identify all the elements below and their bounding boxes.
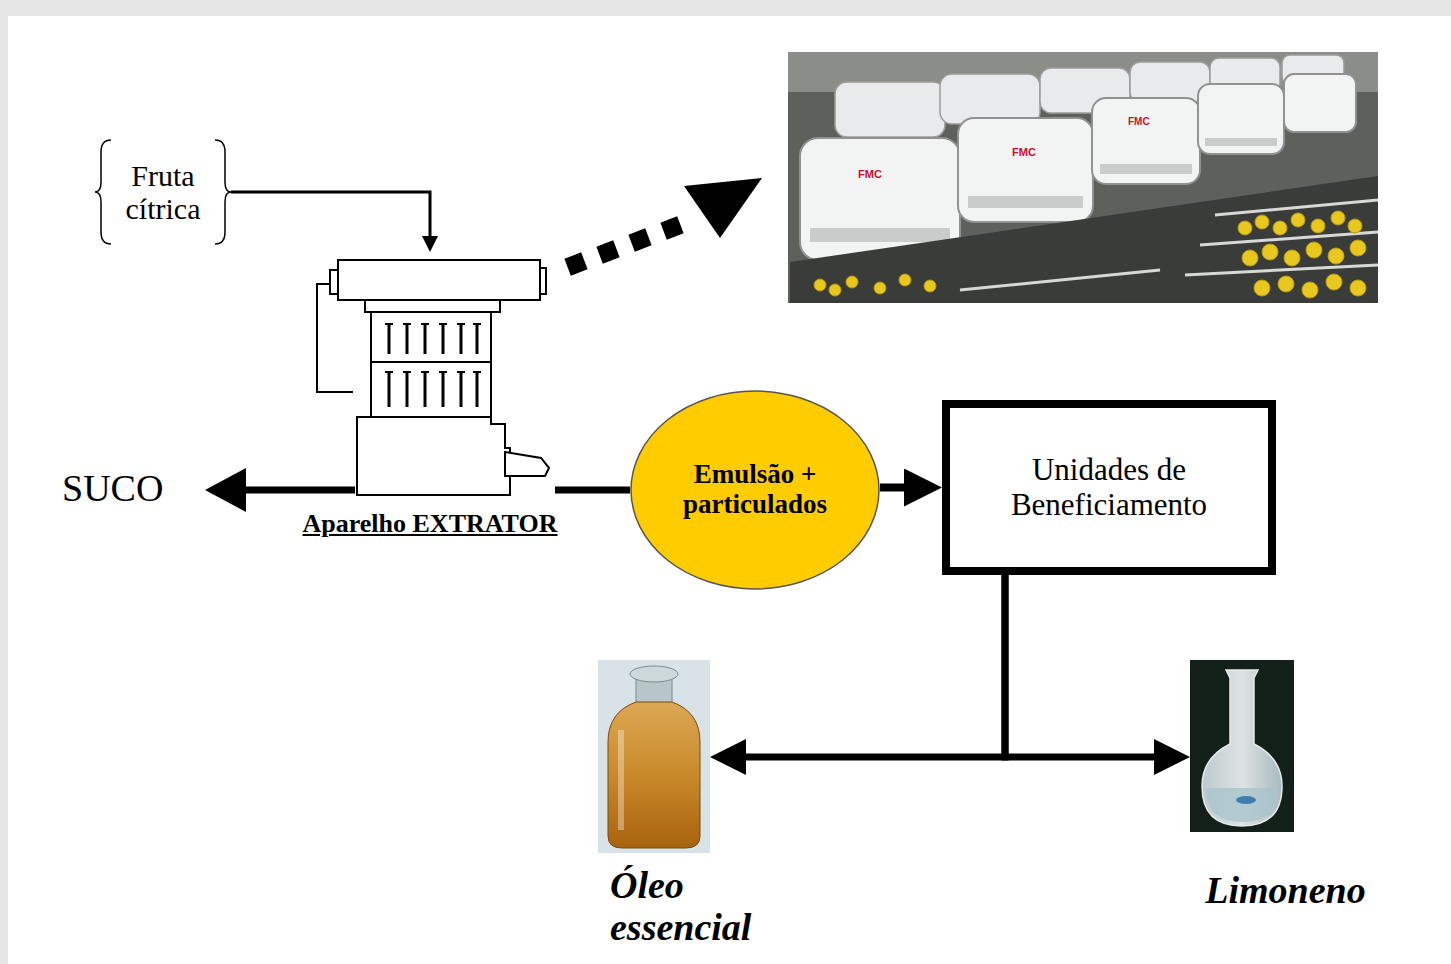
node-text: Emulsão + particulados [660,460,850,519]
extractor-drawing [317,260,549,495]
node-caption: Óleo essencial [610,865,810,949]
node-caption-holder: Óleo essencial [610,865,810,949]
flow-label: SUCO [62,466,163,510]
flow-arrow [555,487,630,494]
juice-arrow [205,468,355,512]
node-outline [305,252,555,497]
frame-band [0,0,1451,16]
node-text-holder: Fruta cítrica [95,138,231,246]
dotted-pointer [564,178,762,276]
photo-ground [1190,660,1294,832]
flow-arrow [880,484,904,492]
frame-band [0,0,8,964]
process-box: Unidades de Beneficiamento [942,400,1276,575]
photo-ground [598,660,710,853]
node-outline [598,660,710,853]
circle-outline [631,391,879,589]
product-bottle: Óleo essencial [598,660,710,853]
logo-text: FMC [1012,146,1036,158]
flow-arrow [746,575,1005,757]
node-text-holder: Emulsão + particulados [630,390,880,590]
node-caption-holder: Limoneno [1178,870,1393,912]
flow-arrow [231,192,430,236]
node-text-holder: Unidades de Beneficiamento [950,408,1268,567]
extractor-photo [788,52,1378,303]
bottle-drawing [608,666,700,848]
node-text: Fruta cítrica [113,159,213,225]
node-caption-holder: Aparelho EXTRATOR [300,510,560,539]
node-caption: Limoneno [1178,870,1393,912]
input-bracket: Fruta cítrica [95,138,231,246]
flow-arrow [1005,575,1154,757]
stream-circle: Emulsão + particulados [630,390,880,590]
extractor-machine: Aparelho EXTRATOR [305,252,555,497]
bracket [215,140,231,244]
node-text: Unidades de Beneficiamento [974,453,1244,521]
bracket [95,140,111,244]
logo-text: FMC [858,168,882,180]
product-flask: Limoneno [1190,660,1294,832]
node-caption: Aparelho EXTRATOR [300,510,560,539]
logo-text: FMC [1128,116,1150,127]
node-outline [1190,660,1294,832]
flask-drawing [1202,670,1282,826]
